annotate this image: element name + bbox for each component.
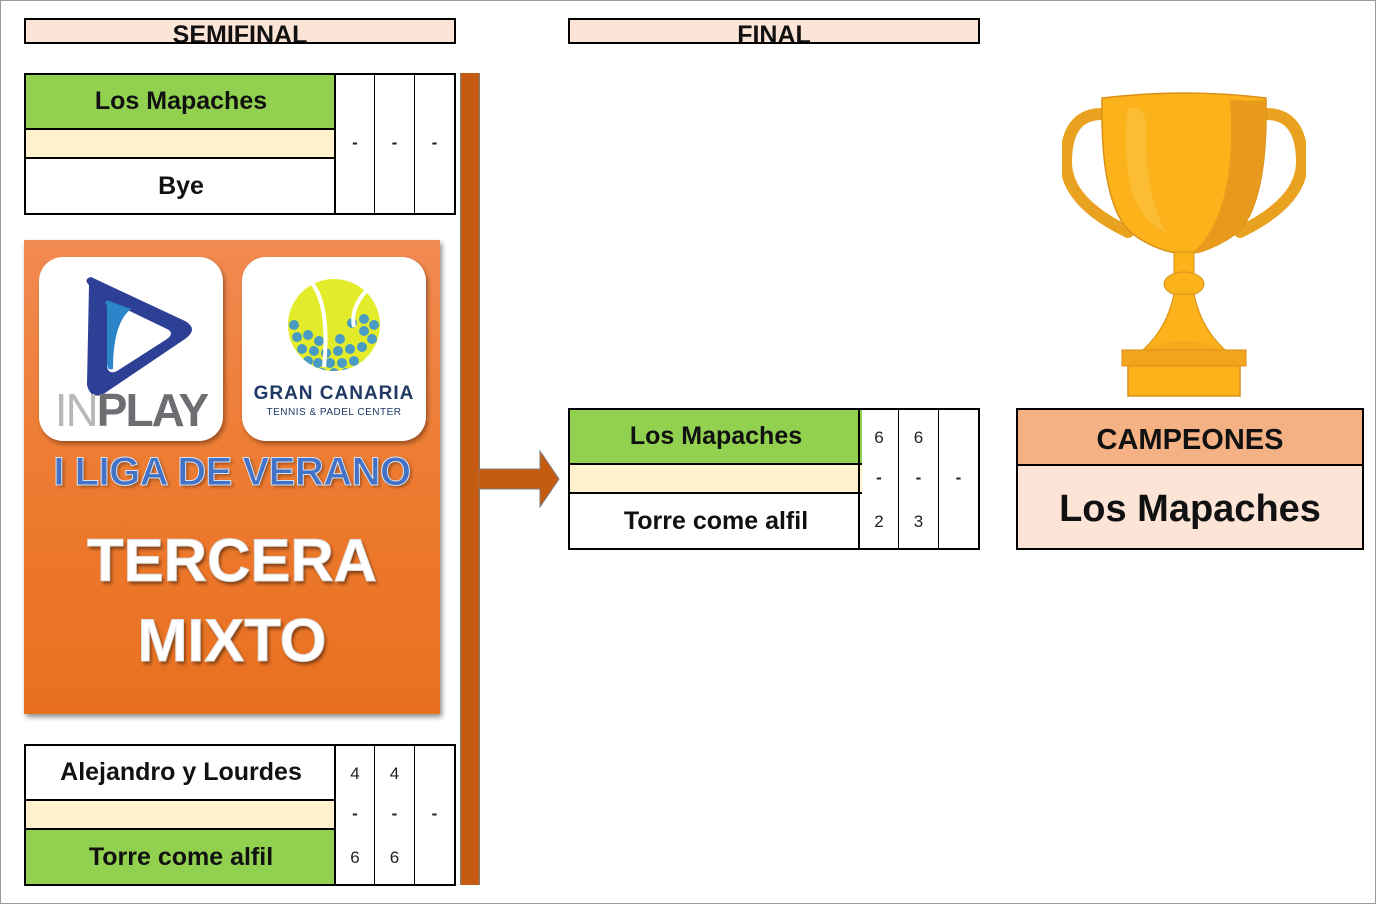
semifinal-2-match: Alejandro y Lourdes Torre come alfil 4 - 6… <box>24 744 456 886</box>
play-icon <box>86 277 192 396</box>
set-score-bottom: 2 <box>874 512 884 531</box>
semifinal-1-team-bottom: Bye <box>158 171 204 200</box>
set-3-score: - <box>414 746 454 884</box>
set-score-separator: - <box>431 133 438 152</box>
set-score-separator: - <box>391 804 398 823</box>
gran-canaria-logo: GRAN CANARIA TENNIS & PADEL CENTER <box>242 257 426 441</box>
gran-canaria-title: GRAN CANARIA <box>253 383 415 404</box>
semifinal-1-scores: - - - <box>334 75 454 213</box>
final-match: Los Mapaches Torre come alfil 6 - 2 6 - 3 - <box>568 408 980 550</box>
semifinal-2-team-bottom: Torre come alfil <box>26 830 336 884</box>
set-score-top: 6 <box>874 428 884 447</box>
set-score-top: 6 <box>913 428 924 447</box>
semifinal-2-scores: 4 - 6 4 - 6 - <box>334 746 454 884</box>
set-score-bottom: 6 <box>350 848 360 867</box>
set-score-separator: - <box>352 133 358 152</box>
set-2-score: 4 - 6 <box>374 746 414 884</box>
set-2-score: - <box>374 75 414 213</box>
final-team-top: Los Mapaches <box>570 410 862 465</box>
set-score-separator: - <box>391 133 398 152</box>
set-score-separator: - <box>352 804 358 823</box>
set-score-top: 4 <box>389 764 400 783</box>
inplay-wordmark-light: IN <box>54 384 99 436</box>
gran-canaria-subtitle: TENNIS & PADEL CENTER <box>266 407 402 418</box>
bracket-connector-bar <box>460 73 480 885</box>
category-title: MIXTO <box>137 607 327 675</box>
inplay-wordmark: INPLAY <box>39 383 223 437</box>
final-header: FINAL <box>568 18 980 44</box>
arrow-right-icon <box>478 449 560 509</box>
semifinal-1-match: Los Mapaches Bye - - - <box>24 73 456 215</box>
semifinal-2-separator <box>26 801 336 830</box>
final-team-bottom: Torre come alfil <box>623 506 809 535</box>
set-3-score: - <box>414 75 454 213</box>
inplay-logo: INPLAY <box>39 257 223 441</box>
set-1-score: 4 - 6 <box>334 746 374 884</box>
league-poster: INPLAY GRAN CANARIA TENNIS & PADEL CENTE… <box>24 240 440 714</box>
set-2-score: 6 - 3 <box>898 410 938 548</box>
set-score-separator: - <box>955 468 962 487</box>
trophy-icon <box>1062 92 1306 397</box>
semifinal-1-separator <box>26 130 336 159</box>
champion-team: Los Mapaches <box>1059 488 1321 530</box>
inplay-wordmark-dark: PLAY <box>96 384 209 436</box>
champion-box: CAMPEONES Los Mapaches <box>1016 408 1364 550</box>
set-score-separator: - <box>876 468 882 487</box>
semifinal-1-team-top: Los Mapaches <box>26 75 336 130</box>
final-scores: 6 - 2 6 - 3 - <box>858 410 978 548</box>
set-1-score: 6 - 2 <box>858 410 898 548</box>
division-title: TERCERA <box>86 527 377 595</box>
set-1-score: - <box>334 75 374 213</box>
set-score-bottom: 3 <box>913 512 924 531</box>
set-score-top: 4 <box>350 764 360 783</box>
set-score-separator: - <box>915 468 922 487</box>
set-3-score: - <box>938 410 978 548</box>
set-score-bottom: 6 <box>389 848 400 867</box>
final-separator <box>570 465 862 494</box>
tennis-ball-icon <box>288 279 380 371</box>
league-title: I LIGA DE VERANO <box>53 450 412 495</box>
champion-header: CAMPEONES <box>1018 410 1362 466</box>
semifinal-2-team-top: Alejandro y Lourdes <box>26 746 336 801</box>
set-score-separator: - <box>431 804 438 823</box>
semifinal-header: SEMIFINAL <box>24 18 456 44</box>
